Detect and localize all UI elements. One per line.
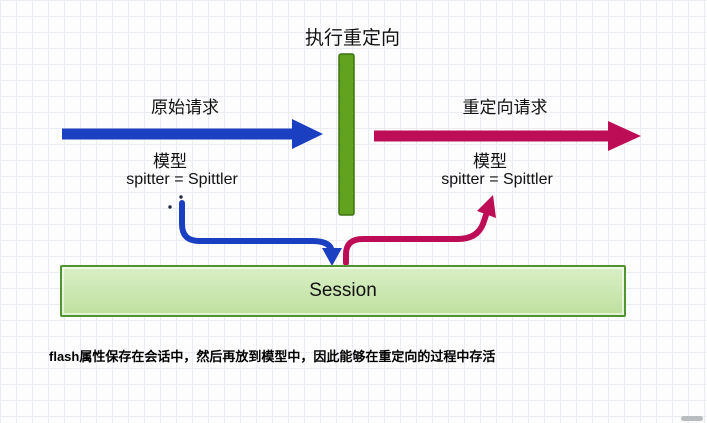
diagram-title: 执行重定向 [304,28,400,49]
left-model-label: 模型 [153,152,187,171]
horizontal-scrollbar-thumb[interactable] [681,416,703,421]
model-to-session-arrowhead [322,248,342,266]
connector-dots [168,195,183,209]
connector-dot [168,205,172,209]
session-to-model-curve [343,212,489,266]
redirect-request-arrow [374,121,641,151]
connector-dot [179,195,183,199]
session-box: Session [60,265,626,317]
right-spitter-label: spitter = Spittler [441,171,553,188]
model-to-session-arrow [179,200,342,266]
right-model-label: 模型 [473,152,507,171]
original-request-arrowhead [292,119,323,149]
redirect-request-label: 重定向请求 [462,98,548,117]
caption-text: flash属性保存在会话中，然后再放到模型中，因此能够在重定向的过程中存活 [49,349,496,364]
redirect-request-arrowhead [608,121,641,151]
left-spitter-label: spitter = Spittler [126,171,238,188]
session-label: Session [309,280,377,301]
session-to-model-arrow [343,195,496,266]
original-request-arrow [62,119,323,149]
original-request-label: 原始请求 [151,98,219,117]
session-to-model-arrowhead [477,195,496,218]
model-to-session-curve [179,200,335,255]
redirect-bar [338,53,355,216]
